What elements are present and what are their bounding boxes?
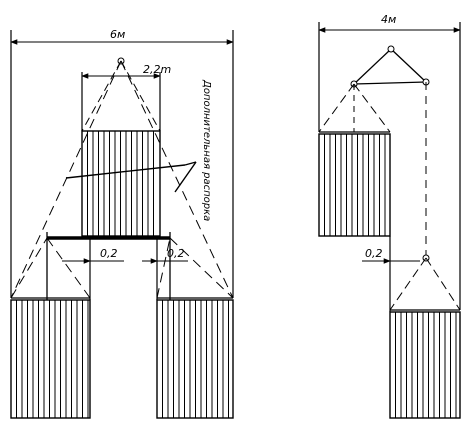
dimension-label-6m: 6м bbox=[110, 28, 125, 41]
link-horizontal bbox=[353, 81, 427, 85]
right-long-dashed-slope bbox=[120, 60, 234, 299]
lower-left-dashed-right bbox=[46, 237, 91, 299]
upper-left-rack-hatching bbox=[324, 134, 386, 236]
lower-right-rack bbox=[389, 311, 461, 419]
left-long-dashed-slope bbox=[10, 60, 122, 299]
dimension-label-4m: 4м bbox=[381, 13, 396, 26]
link-left-to-top bbox=[353, 48, 392, 85]
lower-right-dashed-left bbox=[156, 237, 171, 299]
annotation-additional-strut: Дополнительная распорка bbox=[201, 79, 212, 221]
upper-triangle-right-dashed bbox=[353, 83, 391, 133]
lower-left-rack-hatching bbox=[16, 300, 89, 418]
annotation-leader-1 bbox=[65, 164, 186, 179]
lower-right-dashed-right bbox=[169, 237, 234, 299]
upper-rack-hatching bbox=[87, 131, 154, 236]
left-short-dashed-slope bbox=[81, 60, 122, 132]
upper-triangle-left-dashed bbox=[318, 83, 355, 133]
lower-triangle-left-dashed bbox=[389, 257, 427, 311]
link-top-to-right bbox=[390, 48, 427, 83]
annotation-leader-join bbox=[184, 161, 197, 166]
left-figure bbox=[10, 30, 234, 419]
dimension-label-middle-gap: 0,2 bbox=[167, 247, 185, 260]
dimension-label-left-gap: 0,2 bbox=[100, 247, 118, 260]
lower-right-rack-hatching bbox=[395, 312, 457, 418]
annotation-leader-2 bbox=[174, 161, 197, 193]
right-short-dashed-slope bbox=[120, 60, 161, 132]
lower-left-dashed-left bbox=[10, 237, 48, 299]
top-joint bbox=[387, 45, 395, 53]
lower-triangle-right-dashed bbox=[425, 257, 461, 311]
upper-left-rack bbox=[318, 133, 391, 237]
dimension-label-2-2m: 2,2m bbox=[143, 63, 171, 76]
lower-right-rack-hatching bbox=[162, 300, 229, 418]
right-figure bbox=[318, 22, 461, 419]
lower-left-rack bbox=[10, 299, 91, 419]
dimension-label-right-gap: 0,2 bbox=[365, 247, 383, 260]
